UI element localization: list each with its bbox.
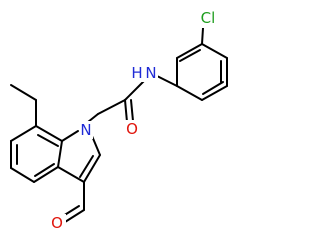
bond [201,27,204,45]
bond [79,155,94,178]
bond [10,167,35,183]
bond [57,140,63,168]
bond [10,84,37,101]
amide-hydrogen-atom: H [131,64,144,82]
bond [176,43,203,59]
bond [64,209,85,223]
bond [179,49,201,62]
bond [124,99,128,123]
bond [91,135,101,156]
amide-hydrogen-label: H [131,64,142,82]
bond [87,113,99,123]
bond-layer [10,27,228,223]
molecule-drawing: Cl N H O N O [10,8,228,232]
indole-nitrogen-atom: N [79,121,93,139]
bond [83,154,101,183]
bond [124,79,146,101]
bond [156,75,178,87]
structure-diagram: Cl N H O N O [10,8,228,232]
bond [33,166,59,183]
bond [130,99,134,122]
chlorine-atom: Cl [196,8,220,28]
bond [57,166,85,183]
carbonyl-oxygen-label: O [126,120,138,138]
bond [61,130,79,142]
bond [201,85,228,101]
carbonyl-oxygen-atom: O [124,120,140,138]
atom-label-layer: Cl N H O N O [50,8,220,232]
aldehyde-oxygen-label: O [51,214,63,232]
aldehyde-oxygen-atom: O [50,214,66,232]
bond [97,99,126,115]
amide-nitrogen-label: N [145,64,156,82]
bond [37,134,59,147]
bond [10,125,37,142]
chlorine-label: Cl [201,9,216,27]
bond [201,43,228,59]
amide-nitrogen-atom: N [144,64,158,82]
bond [34,163,55,177]
indole-nitrogen-label: N [80,121,91,139]
bond [35,125,63,142]
bond [176,85,203,101]
bond [202,81,224,95]
